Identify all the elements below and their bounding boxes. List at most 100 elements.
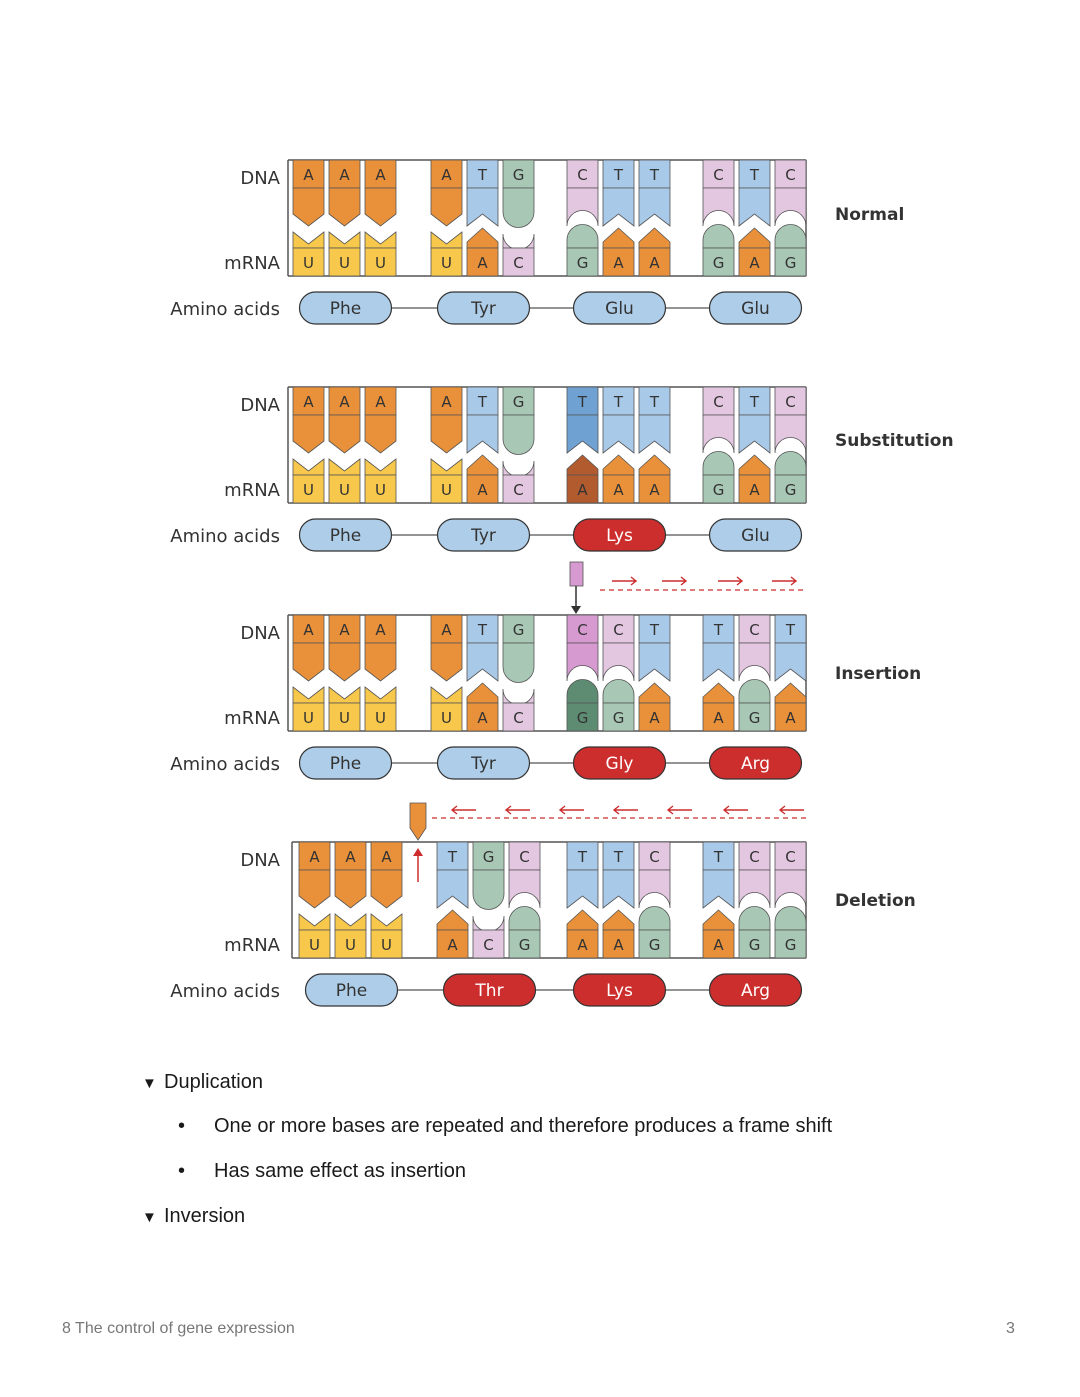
mrna-base-box (738, 474, 771, 504)
dna-base-letter: C (649, 848, 659, 866)
dna-base-C (774, 187, 807, 227)
dna-base-T (702, 642, 735, 682)
mrna-base-G (738, 906, 771, 931)
mrna-base-letter: U (339, 254, 350, 272)
amino-acid-name: Glu (741, 526, 770, 546)
mrna-base-A (466, 454, 499, 476)
mrna-base-box (364, 474, 397, 504)
mrna-base-letter: U (375, 709, 386, 727)
mrna-base-box (638, 247, 671, 277)
footer-chapter: 8 The control of gene expression (62, 1320, 295, 1337)
dna-base-box (328, 614, 361, 644)
dna-base-box (430, 614, 463, 644)
dna-base-letter: A (345, 848, 356, 866)
mrna-base-letter: U (339, 481, 350, 499)
amino-acid-name: Thr (474, 981, 503, 1001)
dna-base-box (602, 159, 635, 189)
mrna-base-U (328, 458, 361, 476)
dna-base-letter: A (309, 848, 320, 866)
mrna-base-U (370, 913, 403, 931)
panel-title: Normal (835, 205, 904, 225)
mrna-base-G (566, 679, 599, 704)
mrna-base-box (502, 247, 535, 277)
mrna-base-letter: U (375, 481, 386, 499)
dna-base-letter: C (713, 166, 723, 184)
mrna-base-A (638, 227, 671, 249)
mrna-base-box (738, 247, 771, 277)
dna-base-C (774, 414, 807, 454)
dna-base-T (738, 187, 771, 227)
mrna-base-U (292, 686, 325, 704)
dna-base-C (738, 642, 771, 682)
arrow-head-icon (571, 606, 581, 614)
mrna-base-G (738, 679, 771, 704)
amino-acid-pill (572, 746, 667, 780)
dna-base-letter: A (303, 166, 314, 184)
amino-acid-name: Phe (336, 981, 368, 1001)
mrna-label: mRNA (224, 935, 281, 956)
mrna-base-box (774, 929, 807, 959)
amino-acid-name: Lys (606, 981, 633, 1001)
amino-acid-pill (708, 973, 803, 1007)
dna-base-T (466, 414, 499, 454)
dna-base-G (502, 642, 535, 683)
mrna-base-box (774, 702, 807, 732)
mrna-base-letter: G (713, 481, 725, 499)
mrna-base-letter: G (749, 936, 761, 954)
mrna-base-letter: G (785, 254, 797, 272)
mrna-base-letter: A (613, 254, 624, 272)
bullet-dot-icon: • (178, 1115, 186, 1137)
dna-base-box (566, 159, 599, 189)
mrna-base-C (502, 688, 535, 705)
dna-base-A (334, 869, 367, 909)
mrna-base-letter: G (649, 936, 661, 954)
dna-base-T (774, 642, 807, 682)
amino-acid-pill (298, 518, 393, 552)
dna-base-G (502, 187, 535, 228)
dna-base-letter: A (375, 166, 386, 184)
amino-acid-pill (572, 291, 667, 325)
mrna-base-G (702, 451, 735, 476)
deleted-base-icon (409, 802, 427, 841)
amino-acid-name: Arg (741, 981, 770, 1001)
mrna-base-box (430, 474, 463, 504)
dna-base-box (436, 841, 469, 871)
inserted-base-icon (569, 561, 584, 587)
mrna-base-letter: A (577, 481, 588, 499)
dna-base-letter: A (339, 621, 350, 639)
mrna-base-box (638, 474, 671, 504)
dna-base-box (738, 159, 771, 189)
dna-base-box (502, 159, 535, 189)
mrna-base-box (602, 247, 635, 277)
amino-acid-name: Phe (330, 754, 362, 774)
toggle-inversion[interactable]: ▼Inversion (142, 1205, 245, 1228)
mrna-base-A (638, 682, 671, 704)
dna-base-box (702, 614, 735, 644)
dna-base-letter: G (513, 393, 525, 411)
dna-base-box (430, 159, 463, 189)
mrna-base-A (602, 227, 635, 249)
shift-left-arrow-icon (778, 805, 804, 815)
mrna-base-letter: A (749, 254, 760, 272)
mrna-base-U (430, 231, 463, 249)
mrna-base-box (702, 247, 735, 277)
dna-base-box (508, 841, 541, 871)
mrna-base-box (602, 474, 635, 504)
dna-base-letter: A (339, 166, 350, 184)
bullet-text: Has same effect as insertion (214, 1160, 466, 1182)
mrna-base-box (334, 929, 367, 959)
dna-base-letter: A (441, 393, 452, 411)
dna-base-letter: G (513, 166, 525, 184)
dna-base-box (638, 841, 671, 871)
page-number: 3 (1006, 1320, 1015, 1337)
dna-base-letter: C (785, 393, 795, 411)
amino-acid-pill (708, 746, 803, 780)
dna-base-letter: C (577, 621, 587, 639)
dna-base-A (292, 414, 325, 454)
mrna-label: mRNA (224, 708, 281, 729)
amino-acid-name: Gly (606, 754, 634, 774)
toggle-duplication[interactable]: ▼Duplication (142, 1071, 263, 1094)
dna-base-letter: T (477, 166, 488, 184)
dna-base-letter: T (613, 393, 624, 411)
